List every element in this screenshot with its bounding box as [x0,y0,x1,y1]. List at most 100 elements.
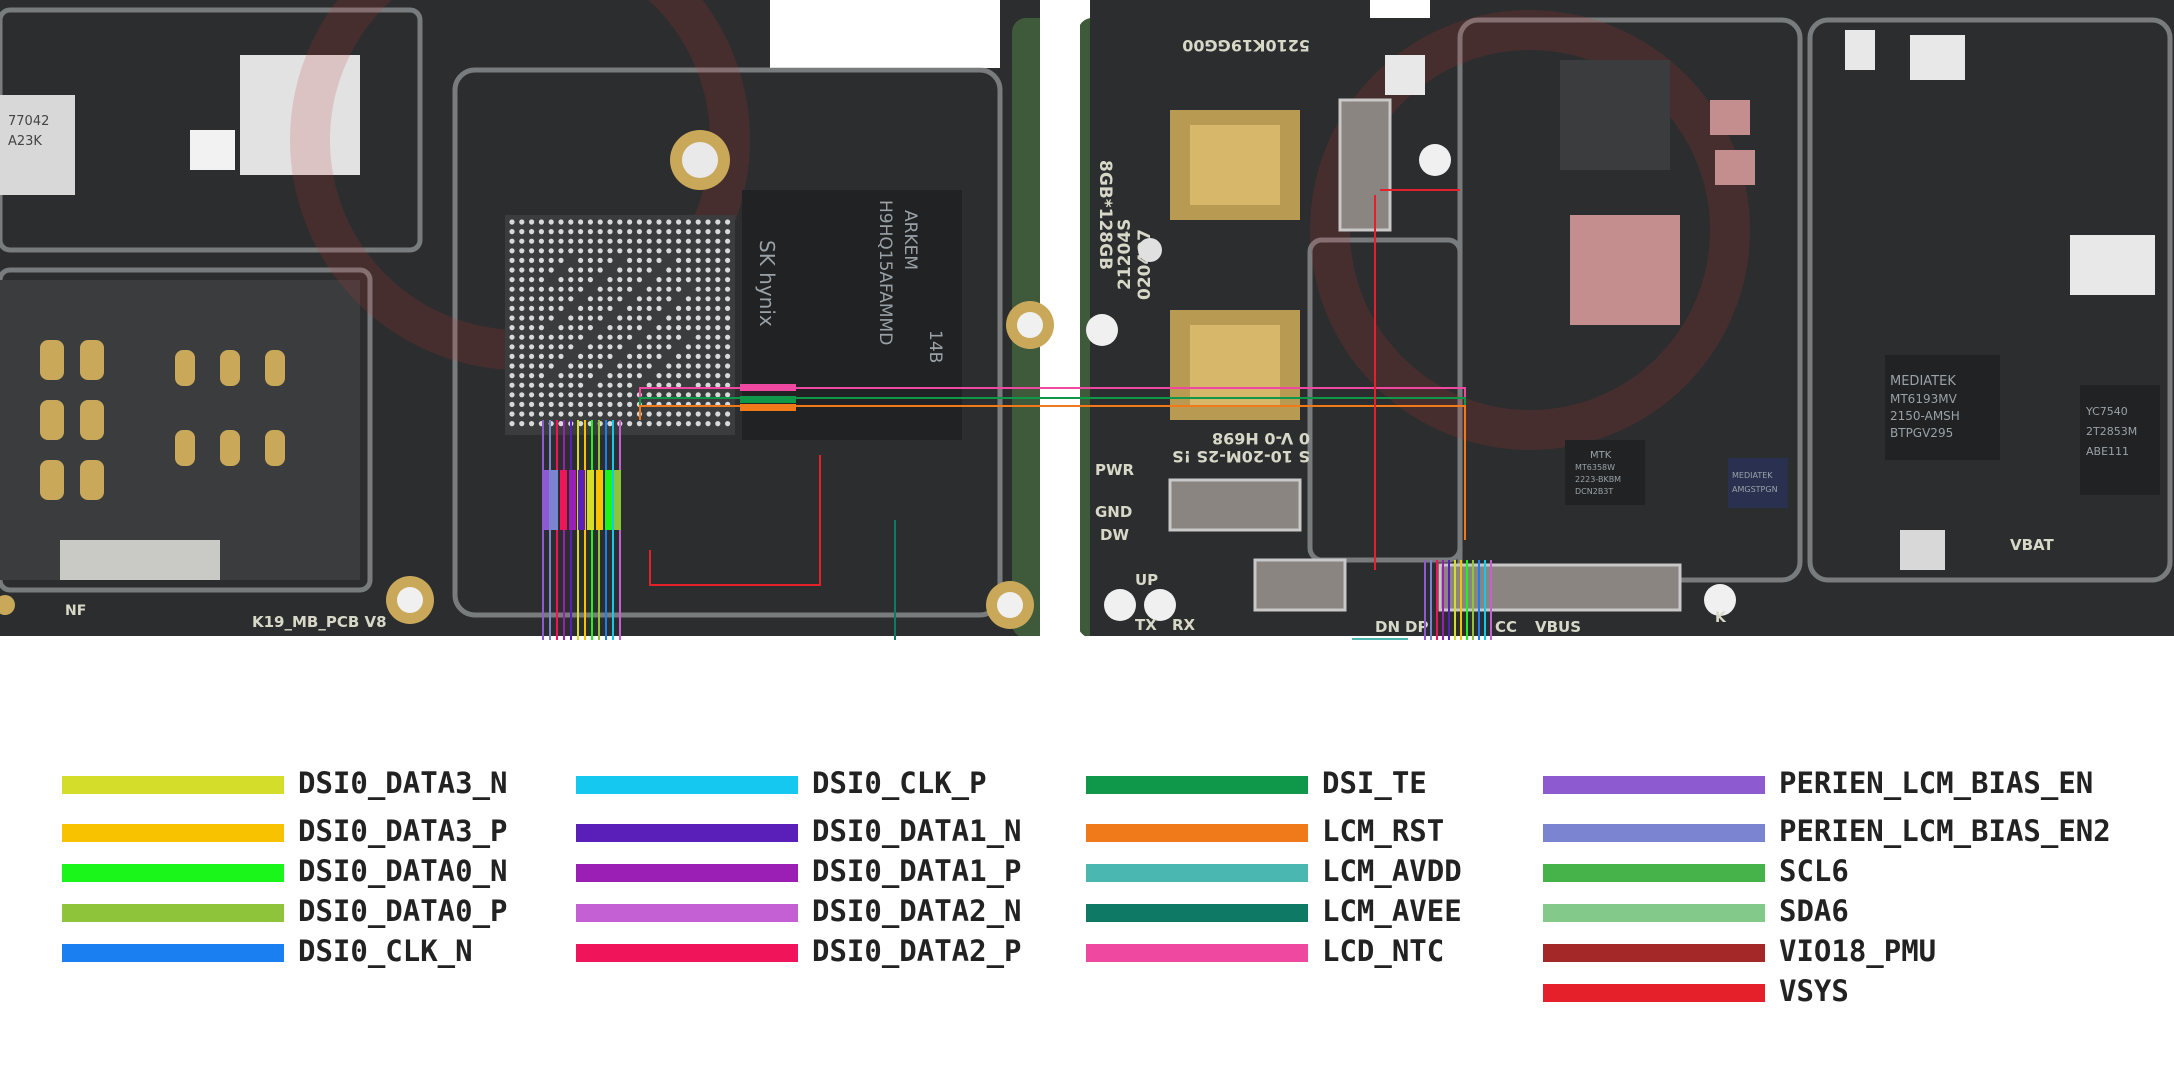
svg-text:NF: NF [65,603,86,619]
legend-label: VSYS [1779,974,1849,1008]
svg-text:2T2853M: 2T2853M [2086,425,2137,438]
svg-text:2223-BKBM: 2223-BKBM [1575,475,1621,484]
cpu-tag [740,384,796,391]
ic-right: YC7540 2T2853M ABE111 [2080,385,2160,495]
legend-label: DSI0_DATA3_N [298,766,508,800]
cpu-bga [505,215,735,435]
legend-label: DSI0_DATA1_P [812,854,1022,888]
pin-marker [578,470,585,530]
trace-line [549,420,1432,640]
svg-text:TX: TX [1135,616,1157,634]
legend-swatch [576,944,798,962]
svg-text:A23K: A23K [8,134,42,149]
svg-text:AMGSTPGN: AMGSTPGN [1732,485,1778,494]
legend-swatch [1086,864,1308,882]
legend-swatch [1543,944,1765,962]
legend-label: DSI0_DATA0_P [298,894,508,928]
legend-label: DSI0_CLK_P [812,766,987,800]
legend-label: SDA6 [1779,894,1849,928]
legend-label: LCM_AVDD [1322,854,1462,888]
pin-marker [569,470,576,530]
svg-text:VBUS: VBUS [1535,618,1581,636]
legend-swatch [576,864,798,882]
legend-swatch [1543,904,1765,922]
legend-swatch [1086,776,1308,794]
svg-text:RX: RX [1172,616,1196,634]
fpc-connector-top [1338,98,1392,232]
legend-label: DSI0_DATA2_P [812,934,1022,968]
legend-swatch [1086,944,1308,962]
legend-swatch [576,904,798,922]
sim-tray [0,280,360,580]
legend-label: PERIEN_LCM_BIAS_EN2 [1779,814,2111,848]
svg-text:K19_MB_PCB V8: K19_MB_PCB V8 [252,613,387,631]
legend-swatch [1543,776,1765,794]
legend-swatch [576,824,798,842]
pin-marker [551,470,558,530]
legend-label: DSI0_CLK_N [298,934,473,968]
svg-text:MT6358W: MT6358W [1575,463,1615,472]
pin-marker [542,470,549,530]
svg-text:DCN2B3T: DCN2B3T [1575,487,1613,496]
svg-text:BTPGV295: BTPGV295 [1890,426,1953,440]
svg-text:UP: UP [1135,571,1158,589]
legend-label: LCM_RST [1322,814,1445,848]
svg-text:5210K19GG00: 5210K19GG00 [1182,36,1310,55]
trace-line [563,420,1444,640]
mtk-pmic: MTK MT6358W 2223-BKBM DCN2B3T [1565,440,1645,505]
legend-swatch [576,776,798,794]
cpu-tag [740,396,796,403]
pin-marker [605,470,612,530]
cpu-tag [740,404,796,411]
trace-line [612,420,1486,640]
legend-label: PERIEN_LCM_BIAS_EN [1779,766,2094,800]
legend-swatch [1543,984,1765,1002]
legend-label: DSI0_DATA3_P [298,814,508,848]
trace-line [639,405,1466,540]
svg-text:ABE111: ABE111 [2086,445,2129,458]
trace-line [591,420,1468,640]
pin-marker [560,470,567,530]
trace-line [556,420,1438,640]
svg-text:YC7540: YC7540 [2085,405,2128,418]
legend-swatch [62,864,284,882]
svg-text:DN: DN [1375,618,1400,636]
trace-line [577,420,1456,640]
lcd-connector [1438,563,1682,612]
pin-marker [596,470,603,530]
svg-text:77042: 77042 [8,114,49,129]
legend-label: DSI0_DATA1_N [812,814,1022,848]
svg-text:SK hynix: SK hynix [755,240,779,327]
usb-connector [1253,558,1347,612]
svg-text:VBAT: VBAT [2010,536,2054,554]
mediatek-chip: MEDIATEK MT6193MV 2150-AMSH BTPGV295 [1885,355,2000,460]
mount-holes [0,144,1736,629]
legend-swatch [62,944,284,962]
bga-right [1560,60,1670,170]
trace-line [542,420,1426,640]
trace-line [619,420,1492,640]
legend-label: LCD_NTC [1322,934,1445,968]
trace-line [598,420,1474,640]
svg-text:MEDIATEK: MEDIATEK [1732,471,1773,480]
pin-marker [614,470,621,530]
legend-label: SCL6 [1779,854,1849,888]
fpc-connector-center [1168,478,1302,532]
legend-label: DSI0_DATA0_N [298,854,508,888]
legend-swatch [62,824,284,842]
legend-swatch [62,776,284,794]
trace-line [605,420,1480,640]
trace-line [649,189,1460,586]
signal-tags [542,384,1408,640]
legend-swatch [1086,904,1308,922]
legend-swatch [62,904,284,922]
pin-marker [587,470,594,530]
svg-text:MEDIATEK: MEDIATEK [1890,374,1956,389]
svg-text:H9HQ15AFAMMD: H9HQ15AFAMMD [875,200,895,345]
svg-text:DP: DP [1405,618,1428,636]
small-blue-chip: MEDIATEK AMGSTPGN [1728,458,1788,508]
svg-text:PWR: PWR [1095,461,1135,479]
legend-label: DSI0_DATA2_N [812,894,1022,928]
svg-text:0 V-0 H698: 0 V-0 H698 [1212,429,1310,448]
legend-label: LCM_AVEE [1322,894,1462,928]
